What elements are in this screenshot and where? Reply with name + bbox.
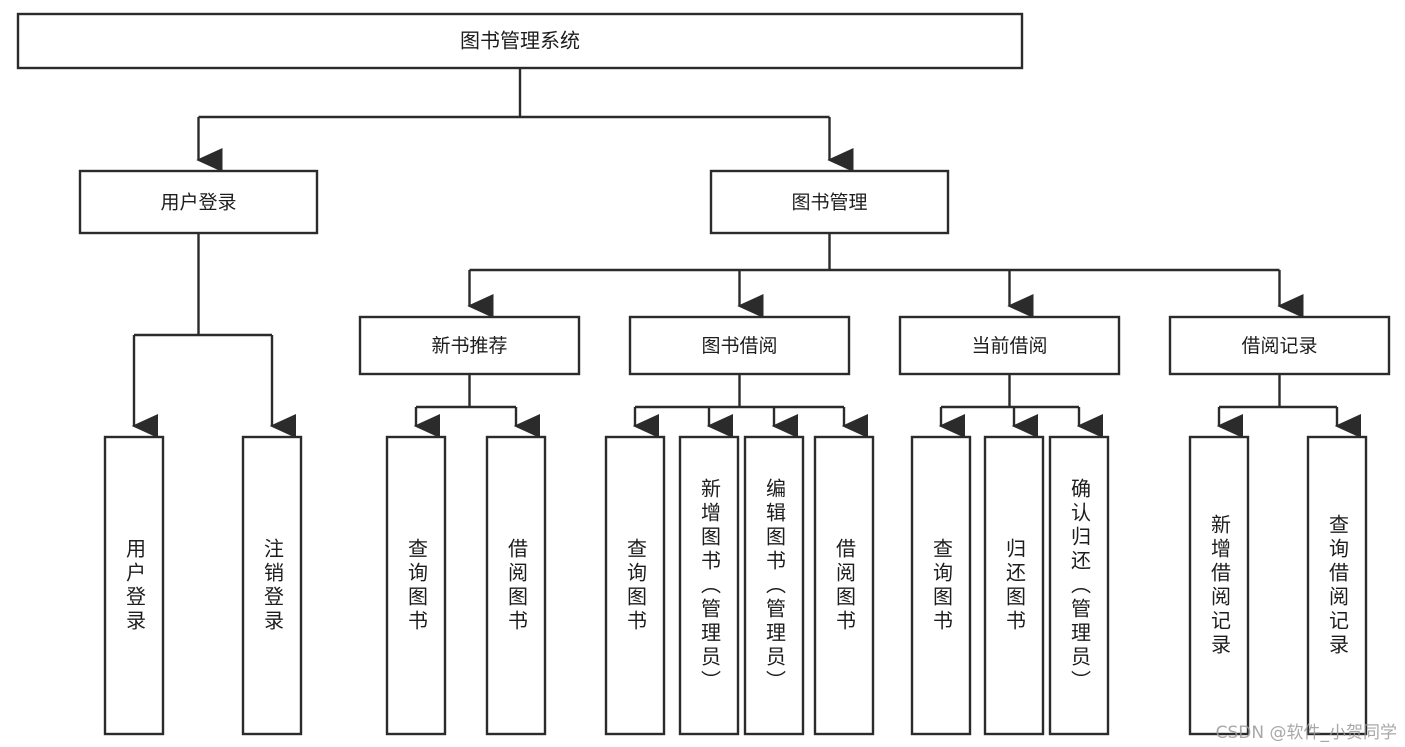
edge-layer [131,68,1362,439]
leaf-box-leaf-borrow-book-1[interactable] [485,435,547,736]
node-book-borrow[interactable]: 图书借阅 [628,315,851,376]
node-borrow-record[interactable]: 借阅记录 [1168,315,1391,376]
node-label: 新书推荐 [431,335,507,357]
leaf-node-leaf-return-book[interactable]: 归还图书 [985,437,1043,734]
leaf-label: 确认归还（管理员） [1067,477,1092,694]
leaf-label: 查询图书 [623,537,648,634]
leaf-box-leaf-query-book-1[interactable] [385,435,447,736]
node-new-book-rec[interactable]: 新书推荐 [358,315,581,376]
leaf-box-leaf-query-book-3[interactable] [910,435,972,736]
leaf-node-leaf-add-book[interactable]: 新增图书（管理员） [680,437,738,734]
leaf-label: 注销登录 [260,537,285,634]
leaf-box-leaf-user-login[interactable] [103,435,165,736]
leaf-node-leaf-query-book-2[interactable]: 查询图书 [606,437,664,734]
node-label: 当前借阅 [971,335,1047,357]
leaf-label: 归还图书 [1002,537,1027,634]
leaf-label: 编辑图书（管理员） [762,477,787,694]
node-label: 借阅记录 [1241,335,1317,357]
node-book-manage[interactable]: 图书管理 [709,169,950,235]
leaf-node-leaf-user-login[interactable]: 用户登录 [105,437,163,734]
leaf-node-leaf-edit-book[interactable]: 编辑图书（管理员） [745,437,803,734]
leaf-label: 查询图书 [929,537,954,634]
leaf-box-leaf-confirm-return[interactable] [1048,435,1110,736]
node-user-login[interactable]: 用户登录 [78,169,319,235]
leaf-node-leaf-borrow-book-1[interactable]: 借阅图书 [487,437,545,734]
leaf-label: 查询借阅记录 [1325,513,1350,658]
leaf-label: 查询图书 [404,537,429,634]
leaf-label: 新增借阅记录 [1207,513,1232,658]
leaf-label: 用户登录 [122,537,147,634]
leaf-label: 借阅图书 [832,537,857,634]
leaf-node-leaf-logout[interactable]: 注销登录 [243,437,301,734]
node-current-borrow[interactable]: 当前借阅 [898,315,1121,376]
leaf-box-leaf-borrow-book-2[interactable] [813,435,875,736]
leaf-box-leaf-query-book-2[interactable] [604,435,666,736]
leaf-node-leaf-query-book-1[interactable]: 查询图书 [387,437,445,734]
node-label: 图书管理 [791,192,867,214]
leaf-node-leaf-query-record[interactable]: 查询借阅记录 [1308,437,1366,734]
node-root[interactable]: 图书管理系统 [16,12,1024,70]
leaf-node-leaf-query-book-3[interactable]: 查询图书 [912,437,970,734]
leaf-box-leaf-add-book[interactable] [678,435,740,736]
leaf-box-leaf-logout[interactable] [241,435,303,736]
node-label: 用户登录 [160,192,236,214]
leaf-label: 新增图书（管理员） [697,477,722,694]
leaf-node-leaf-borrow-book-2[interactable]: 借阅图书 [815,437,873,734]
leaf-box-leaf-edit-book[interactable] [743,435,805,736]
leaf-box-leaf-add-record[interactable] [1188,435,1250,736]
leaf-box-leaf-query-record[interactable] [1306,435,1368,736]
node-label: 图书借阅 [701,335,777,357]
leaf-node-leaf-confirm-return[interactable]: 确认归还（管理员） [1050,437,1108,734]
node-label: 图书管理系统 [460,29,580,53]
leaf-box-leaf-return-book[interactable] [983,435,1045,736]
leaf-label: 借阅图书 [504,537,529,634]
leaf-node-leaf-add-record[interactable]: 新增借阅记录 [1190,437,1248,734]
